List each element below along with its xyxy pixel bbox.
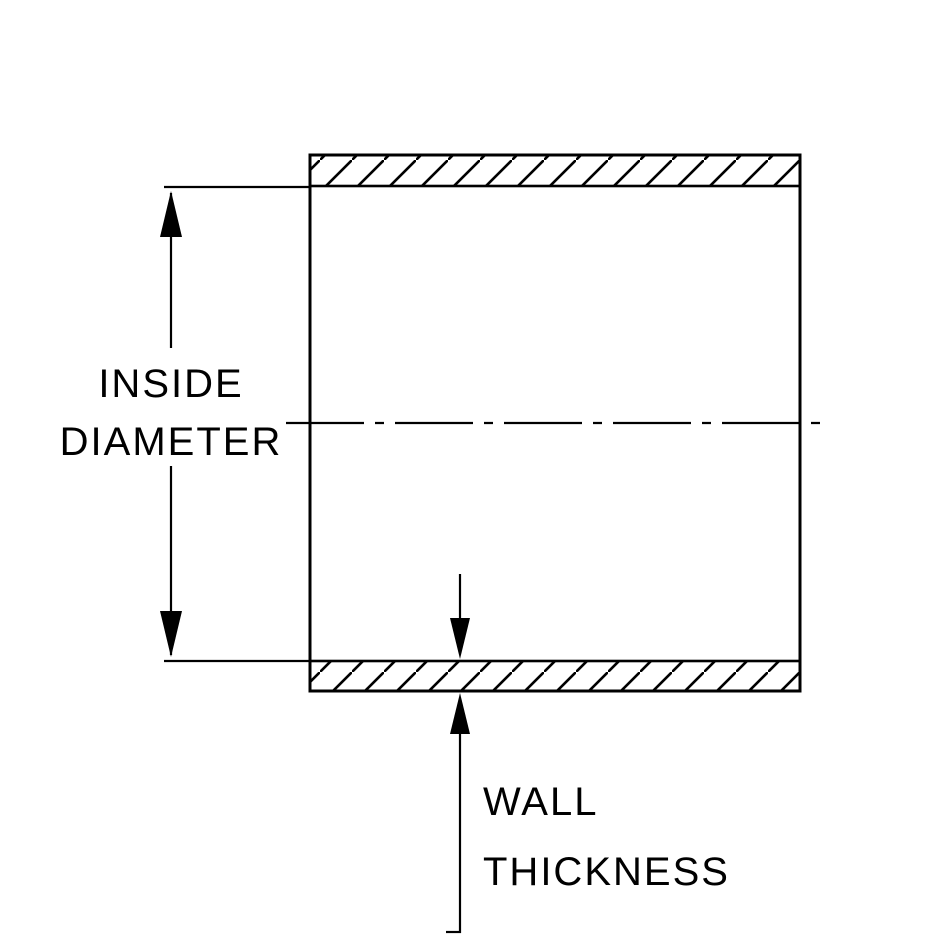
wall-thickness-label-line1: WALL: [483, 780, 598, 824]
tube-wall-bottom-hatch: [308, 659, 802, 693]
arrow-down-icon: [160, 611, 182, 657]
wall-arrow-down-icon: [450, 618, 470, 659]
wall-thickness-callout: WALL THICKNESS: [446, 574, 730, 934]
inside-diameter-dimension: INSIDE DIAMETER: [60, 185, 310, 663]
arrow-up-icon: [160, 191, 182, 237]
wall-arrow-up-icon: [450, 693, 470, 734]
inside-diameter-label-line2: DIAMETER: [60, 420, 283, 464]
tube-wall-top-hatch: [308, 153, 802, 188]
inside-diameter-label-line1: INSIDE: [98, 362, 243, 406]
tube-cross-section: [286, 153, 831, 693]
wall-thickness-label-line2: THICKNESS: [483, 850, 730, 894]
